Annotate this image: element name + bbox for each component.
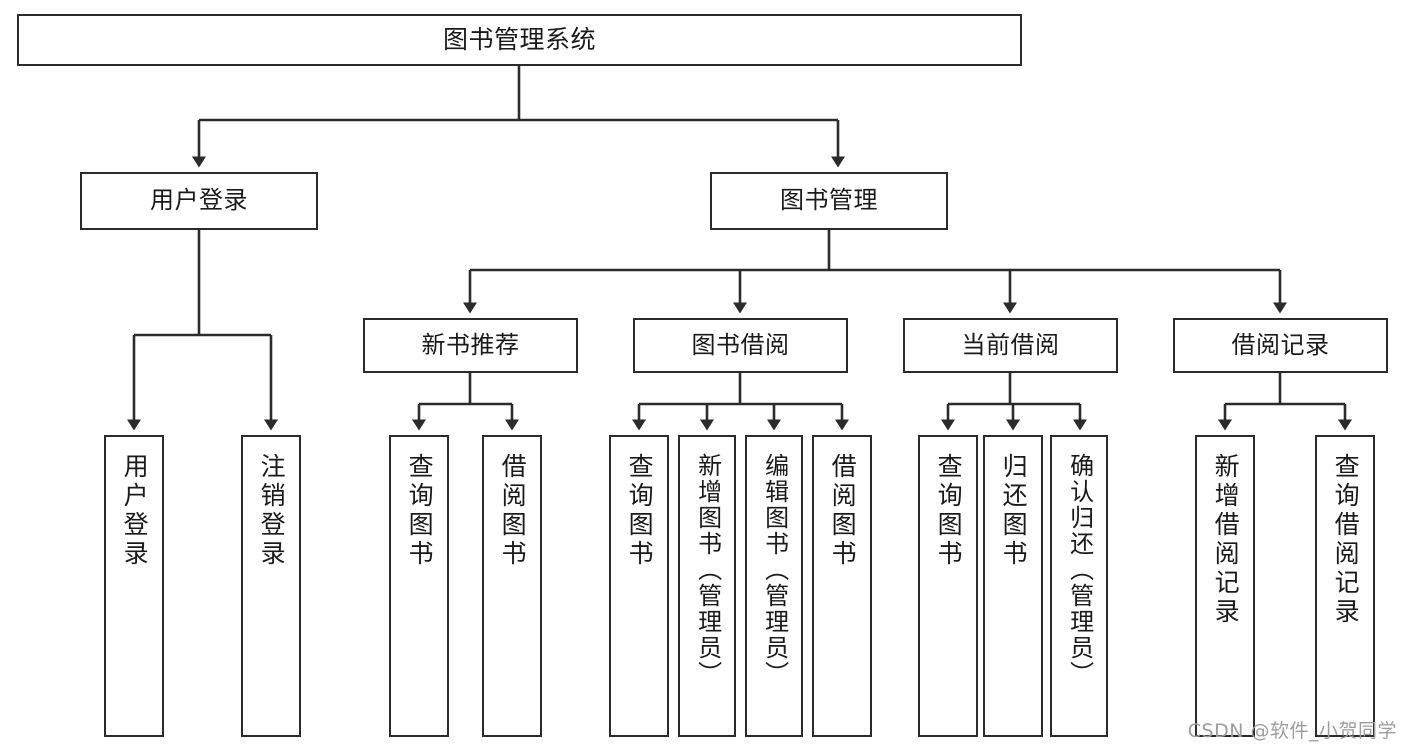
leaf-book-borrow-borrow-book[interactable]: 借阅图书 [812, 435, 872, 737]
leaf-user-login-logout[interactable]: 注销登录 [241, 435, 301, 737]
node-label: 借阅记录 [1231, 330, 1330, 359]
node-label: 用户登录 [150, 186, 248, 215]
node-label: 图书借阅 [691, 330, 790, 359]
node-borrow-record[interactable]: 借阅记录 [1173, 318, 1388, 373]
node-label: 图书管理 [780, 186, 878, 215]
node-label: 查询图书 [934, 453, 964, 569]
node-new-book-recommend[interactable]: 新书推荐 [363, 318, 578, 373]
node-book-borrow[interactable]: 图书借阅 [633, 318, 848, 373]
csdn-watermark: CSDN @软件_小贺同学 [1187, 720, 1397, 742]
node-label: 用户登录 [120, 453, 150, 569]
leaf-borrow-record-add-record[interactable]: 新增借阅记录 [1195, 435, 1255, 737]
leaf-book-borrow-add-book-admin[interactable]: 新增图书（管理员） [678, 435, 736, 737]
leaf-new-book-query-book[interactable]: 查询图书 [389, 435, 449, 737]
leaf-book-borrow-edit-book-admin[interactable]: 编辑图书（管理员） [745, 435, 803, 737]
node-book-management[interactable]: 图书管理 [710, 172, 948, 230]
node-user-login[interactable]: 用户登录 [80, 172, 318, 230]
leaf-user-login-login[interactable]: 用户登录 [104, 435, 164, 737]
node-label: 查询图书 [625, 453, 655, 569]
node-label: 图书管理系统 [442, 24, 596, 54]
node-label: 注销登录 [257, 453, 287, 569]
node-label: 新书推荐 [421, 330, 520, 359]
node-label: 新增借阅记录 [1211, 453, 1241, 627]
leaf-new-book-borrow-book[interactable]: 借阅图书 [482, 435, 542, 737]
node-label: 确认归还（管理员） [1065, 453, 1094, 687]
node-label: 借阅图书 [498, 453, 528, 569]
node-current-borrow[interactable]: 当前借阅 [903, 318, 1118, 373]
leaf-current-borrow-confirm-return-admin[interactable]: 确认归还（管理员） [1050, 435, 1108, 737]
leaf-current-borrow-return-book[interactable]: 归还图书 [983, 435, 1043, 737]
node-label: 归还图书 [999, 453, 1029, 569]
node-label: 编辑图书（管理员） [760, 453, 789, 687]
node-label: 新增图书（管理员） [693, 453, 722, 687]
node-root-book-management-system[interactable]: 图书管理系统 [17, 14, 1022, 66]
node-label: 当前借阅 [961, 330, 1060, 359]
node-label: 查询图书 [405, 453, 435, 569]
node-label: 查询借阅记录 [1331, 453, 1361, 627]
leaf-current-borrow-query-book[interactable]: 查询图书 [918, 435, 978, 737]
leaf-book-borrow-query-book[interactable]: 查询图书 [609, 435, 669, 737]
node-label: 借阅图书 [828, 453, 858, 569]
leaf-borrow-record-query-record[interactable]: 查询借阅记录 [1315, 435, 1375, 737]
